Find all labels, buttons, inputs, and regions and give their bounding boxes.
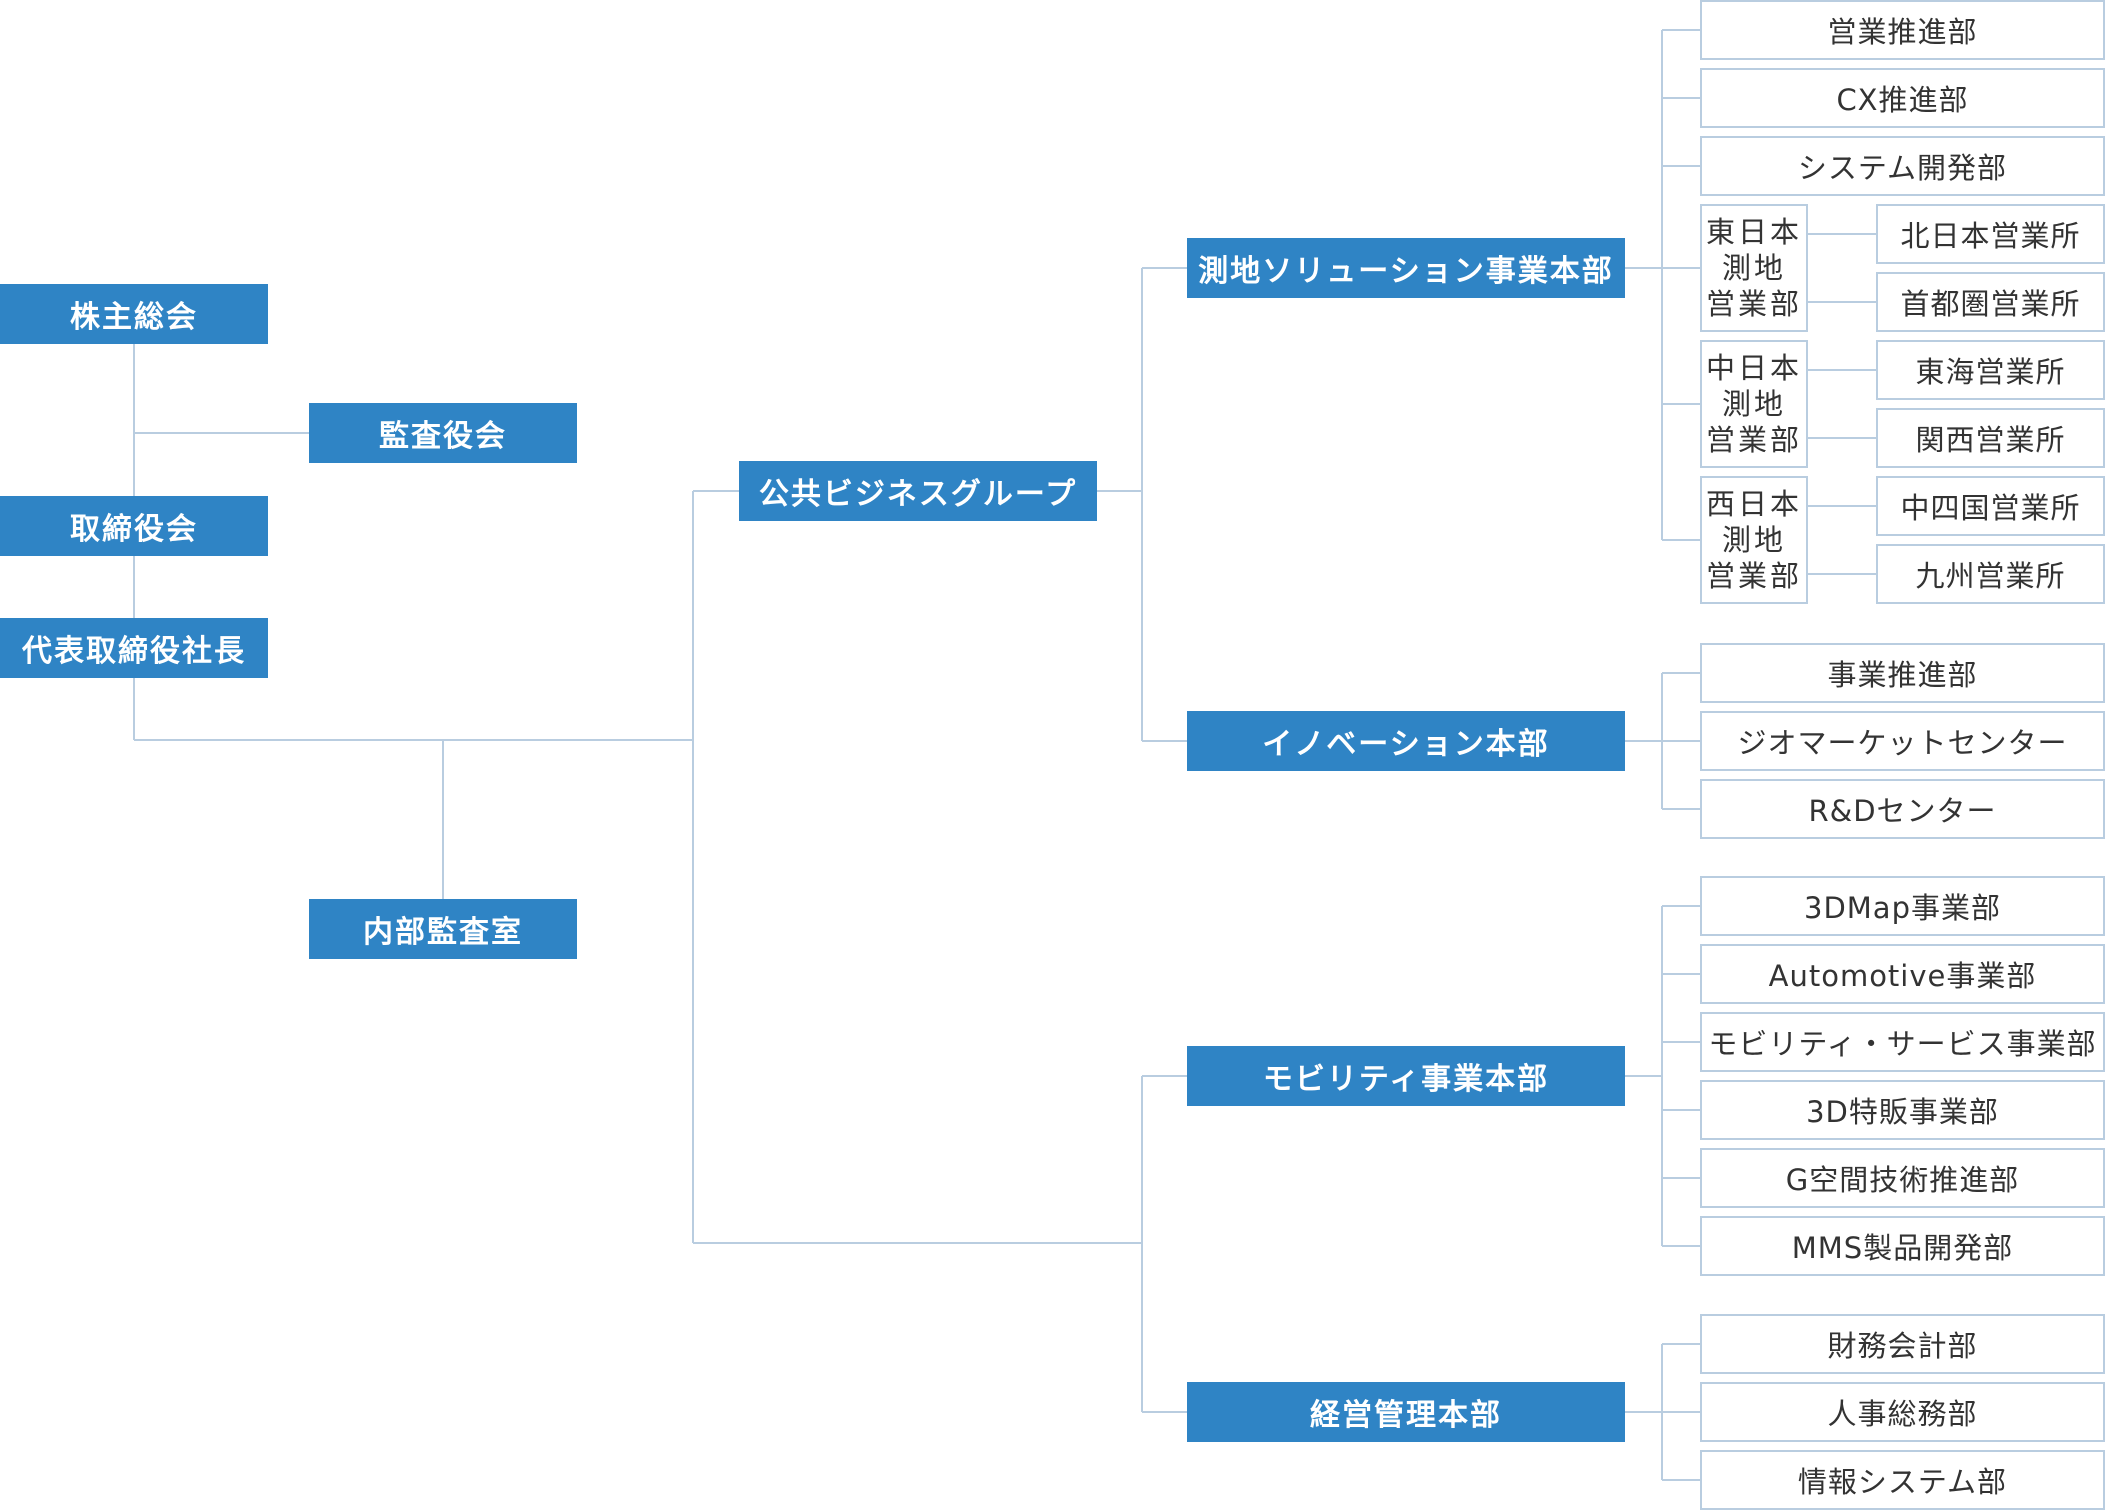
node-cx-suishin: CX推進部	[1700, 68, 2105, 128]
node-map3d: 3DMap事業部	[1700, 876, 2105, 936]
node-naka-nihon: 中日本 測地 営業部	[1700, 340, 1808, 468]
node-sokuchi-honbu: 測地ソリューション事業本部	[1187, 238, 1625, 298]
node-rd-center: R&Dセンター	[1700, 779, 2105, 839]
node-tokuhan3d: 3D特販事業部	[1700, 1080, 2105, 1140]
node-kansai-office: 関西営業所	[1876, 408, 2105, 468]
node-koukyou-group: 公共ビジネスグループ	[739, 461, 1097, 521]
node-zaimu: 財務会計部	[1700, 1314, 2105, 1374]
node-nishi-nihon: 西日本 測地 営業部	[1700, 476, 1808, 604]
node-chushikoku-office: 中四国営業所	[1876, 476, 2105, 536]
node-tokai-office: 東海営業所	[1876, 340, 2105, 400]
node-g-kukan: G空間技術推進部	[1700, 1148, 2105, 1208]
node-torishimariyakukai: 取締役会	[0, 496, 268, 556]
node-system-kaihatsu: システム開発部	[1700, 136, 2105, 196]
node-innovation-honbu: イノベーション本部	[1187, 711, 1625, 771]
node-naibu-kansa: 内部監査室	[309, 899, 577, 959]
node-kabunushi: 株主総会	[0, 284, 268, 344]
node-automotive: Automotive事業部	[1700, 944, 2105, 1004]
node-geo-market: ジオマーケットセンター	[1700, 711, 2105, 771]
node-eigyo-suishin: 営業推進部	[1700, 0, 2105, 60]
node-mms-seihin: MMS製品開発部	[1700, 1216, 2105, 1276]
node-joho-system: 情報システム部	[1700, 1450, 2105, 1510]
node-kyushu-office: 九州営業所	[1876, 544, 2105, 604]
node-shacho: 代表取締役社長	[0, 618, 268, 678]
node-mobility-honbu: モビリティ事業本部	[1187, 1046, 1625, 1106]
node-kita-nihon-office: 北日本営業所	[1876, 204, 2105, 264]
node-higashi-nihon: 東日本 測地 営業部	[1700, 204, 1808, 332]
node-jigyo-suishin: 事業推進部	[1700, 643, 2105, 703]
node-mobility-service: モビリティ・サービス事業部	[1700, 1012, 2105, 1072]
node-keiei-honbu: 経営管理本部	[1187, 1382, 1625, 1442]
node-jinji: 人事総務部	[1700, 1382, 2105, 1442]
node-shutoken-office: 首都圏営業所	[1876, 272, 2105, 332]
node-kansayakukai: 監査役会	[309, 403, 577, 463]
